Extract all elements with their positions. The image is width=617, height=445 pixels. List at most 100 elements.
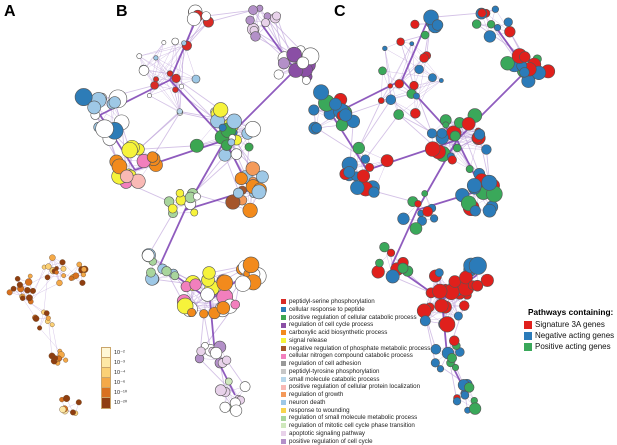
network-edge <box>153 113 180 158</box>
legend-c-item: Signature 3A genes <box>524 319 617 330</box>
network-node <box>28 274 32 278</box>
network-node <box>139 65 149 75</box>
legend-b-swatch <box>281 369 286 374</box>
legend-b-item: positive regulation of cell cycle <box>281 438 456 445</box>
network-node <box>410 42 414 46</box>
network-node <box>37 326 42 331</box>
network-node <box>168 204 177 213</box>
legend-b-swatch <box>281 299 286 304</box>
network-node <box>449 276 461 288</box>
legend-b-item: regulation of growth <box>281 391 456 399</box>
scale-a-label: 10⁻³ <box>114 360 125 366</box>
network-node <box>492 6 499 13</box>
legend-c-label-signature: Signature 3A genes <box>535 320 605 329</box>
network-node <box>387 249 395 257</box>
network-node <box>30 288 36 294</box>
network-node <box>243 257 259 273</box>
network-edge <box>399 81 442 115</box>
network-node <box>193 193 200 200</box>
network-node <box>142 249 154 261</box>
network-node <box>344 166 355 177</box>
network-node <box>466 165 473 172</box>
legend-b-label: signal release <box>289 337 327 345</box>
network-node <box>182 41 187 46</box>
network-node <box>191 209 198 216</box>
scale-a-item: 10⁻²⁰ <box>101 398 127 408</box>
network-node <box>15 276 20 281</box>
network-node <box>45 275 50 280</box>
network-node <box>120 170 133 183</box>
network-node <box>425 142 440 157</box>
network-edge <box>33 258 52 291</box>
network-node <box>459 301 469 311</box>
network-node <box>469 257 486 274</box>
network-node <box>222 356 231 365</box>
legend-b-swatch <box>281 408 286 413</box>
network-node <box>472 280 483 291</box>
legend-b-item: small molecule catabolic process <box>281 376 456 384</box>
network-node <box>420 53 429 62</box>
legend-b-label: carboxylic acid biosynthetic process <box>289 329 387 337</box>
network-node <box>251 32 261 42</box>
legend-b-swatch <box>281 338 286 343</box>
legend-panel-c: Pathways containing: Signature 3A genes … <box>524 307 617 352</box>
legend-b-label: small molecule catabolic process <box>289 376 379 384</box>
legend-b-label: regulation of cell cycle process <box>289 321 373 329</box>
legend-b-label: apoptotic signaling pathway <box>289 430 365 438</box>
network-node <box>430 215 438 223</box>
network-node <box>249 6 258 15</box>
network-node <box>60 406 67 413</box>
network-node <box>20 296 25 301</box>
network-node <box>201 288 215 302</box>
network-node <box>146 268 155 277</box>
network-node <box>176 189 184 197</box>
network-node <box>520 67 530 77</box>
legend-b-item: response to wounding <box>281 407 456 415</box>
network-node <box>422 190 428 196</box>
network-node <box>395 79 404 88</box>
network-edge <box>160 210 185 265</box>
network-node <box>231 300 240 309</box>
legend-b-label: regulation of cell adhesion <box>289 360 361 368</box>
network-node <box>17 282 23 288</box>
scale-a-label: 10⁻⁴ <box>114 370 125 376</box>
network-node <box>272 12 280 20</box>
network-node <box>167 71 173 77</box>
network-node <box>154 56 158 60</box>
scale-a-label: 10⁻⁶ <box>114 380 125 386</box>
network-node <box>190 139 203 152</box>
network-node <box>410 222 422 234</box>
legend-b-swatch <box>281 307 286 312</box>
network-edge <box>359 100 391 148</box>
network-edge <box>381 71 382 101</box>
network-node <box>398 213 410 225</box>
network-node <box>369 187 380 198</box>
network-node <box>398 263 408 273</box>
network-node <box>252 185 266 199</box>
network-node <box>410 81 419 90</box>
network-node <box>49 255 55 261</box>
network-node <box>228 139 235 146</box>
panel-label-c: C <box>334 3 346 21</box>
network-node <box>219 149 231 161</box>
network-node <box>312 123 322 133</box>
legend-b-item: carboxylic acid biosynthetic process <box>281 329 456 337</box>
network-node <box>309 105 319 115</box>
network-node <box>61 266 66 271</box>
legend-c-swatch-negative <box>524 332 532 340</box>
legend-b-item: neuron death <box>281 399 456 407</box>
network-node <box>147 152 158 163</box>
network-node <box>190 279 202 291</box>
legend-b-swatch <box>281 346 286 351</box>
legend-b-label: peptidyl-tyrosine phosphorylation <box>289 368 379 376</box>
network-node <box>219 124 226 131</box>
network-node <box>230 405 242 417</box>
network-node <box>235 276 251 292</box>
legend-b-item: cellular nitrogen compound catabolic pro… <box>281 352 456 360</box>
legend-b-swatch <box>281 416 286 421</box>
legend-b-item: peptidyl-tyrosine phosphorylation <box>281 368 456 376</box>
network-node <box>69 276 74 281</box>
network-node <box>56 280 62 286</box>
legend-b-label: regulation of growth <box>289 391 343 399</box>
